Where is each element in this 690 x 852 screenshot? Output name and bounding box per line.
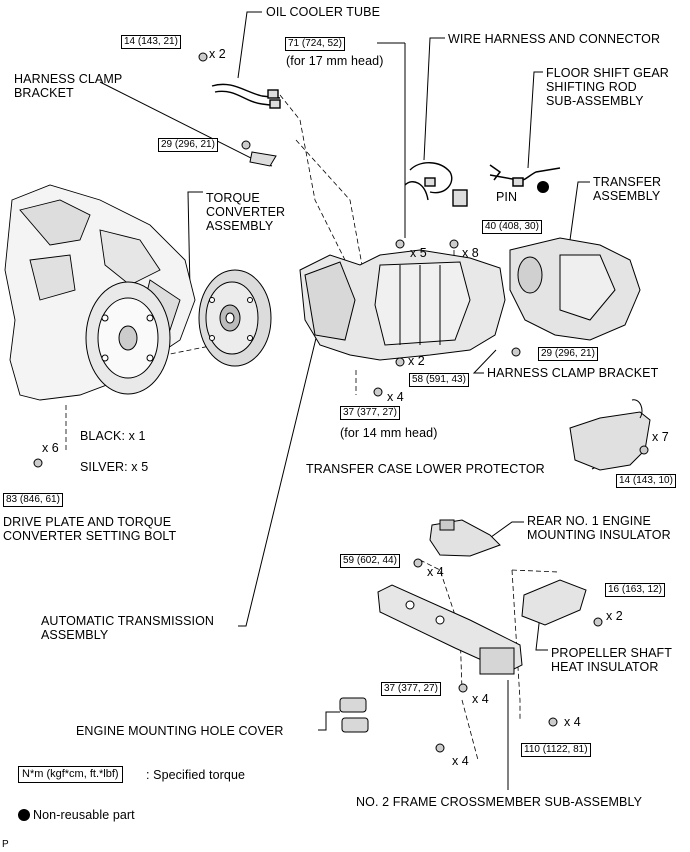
torque-box: 110 (1122, 81) [521,743,591,757]
label-pin: PIN [496,190,518,204]
label-wire-harness: WIRE HARNESS AND CONNECTOR [448,32,661,46]
torque-box: 14 (143, 21) [121,35,181,49]
label-transfer-assembly: TRANSFER ASSEMBLY [593,175,662,203]
torque-box: 29 (296, 21) [538,347,598,361]
label-propeller: PROPELLER SHAFT HEAT INSULATOR [551,646,672,674]
leader-oil-cooler [237,11,262,79]
non-reusable-marker [537,181,549,193]
torque-converter [198,269,272,367]
transfer-assembly [509,237,641,341]
rear-engine-mounting-insulator [429,519,501,557]
leader-transfer [569,181,590,241]
leader-wire-harness [423,37,445,161]
leader-floor-shift [527,71,543,169]
legend-unit-text: : Specified torque [146,768,246,782]
label-no2-frame: NO. 2 FRAME CROSSMEMBER SUB-ASSEMBLY [356,795,643,809]
quantity-label: x 4 [452,754,469,768]
label-engine-mounting-hole-cover: ENGINE MOUNTING HOLE COVER [76,724,284,738]
label-auto-trans: AUTOMATIC TRANSMISSION ASSEMBLY [41,614,215,642]
label-for-14mm: (for 14 mm head) [340,426,438,440]
legend-unit-box: N*m (kgf*cm, ft.*lbf) [18,766,123,783]
torque-box: 37 (377, 27) [340,406,400,420]
legend-dot-icon [18,809,30,821]
torque-box: 16 (163, 12) [605,583,665,597]
torque-box: 37 (377, 27) [381,682,441,696]
quantity-label: x 7 [652,430,669,444]
quantity-label: x 4 [472,692,489,706]
torque-box: 71 (724, 52) [285,37,345,51]
quantity-label: x 4 [387,390,404,404]
leader-auto-trans [238,329,319,627]
leader-torque-converter [187,191,203,291]
label-black: BLACK: x 1 [80,429,146,443]
corner-mark: P [2,839,9,850]
leader-harness-clamp-top [99,81,273,167]
label-torque-converter: TORQUE CONVERTER ASSEMBLY [206,191,286,233]
quantity-label: x 6 [42,441,59,455]
drive-plate [85,281,171,395]
label-oil-cooler-tube: OIL COOLER TUBE [266,5,381,19]
oil-cooler-tube [211,83,281,109]
label-harness-clamp-bracket: HARNESS CLAMP BRACKET [487,366,659,380]
quantity-label: x 2 [606,609,623,623]
floor-shift-rod [489,164,561,187]
label-for-17mm: (for 17 mm head) [286,54,384,68]
quantity-label: x 5 [410,246,427,260]
frame-crossmember [377,584,523,675]
engine-mounting-hole-covers [339,697,369,733]
transfer-case-lower-protector [569,399,651,471]
legend-non-reusable: Non-reusable part [33,808,135,822]
label-floor-shift: FLOOR SHIFT GEAR SHIFTING ROD SUB-ASSEMB… [546,66,669,108]
wire-harness [404,162,468,207]
bolts [33,52,649,753]
torque-box: 40 (408, 30) [482,220,542,234]
leader-propeller [535,614,548,651]
torque-box: 59 (602, 44) [340,554,400,568]
label-transfer-case-lower-protector: TRANSFER CASE LOWER PROTECTOR [306,462,545,476]
label-drive-plate: DRIVE PLATE AND TORQUE CONVERTER SETTING… [3,515,177,543]
quantity-label: x 4 [427,565,444,579]
quantity-label: x 2 [408,354,425,368]
leader-hole-cover [318,711,340,731]
transmission-body [299,249,506,361]
label-rear-no1: REAR NO. 1 ENGINE MOUNTING INSULATOR [527,514,671,542]
leader-harness-clamp [472,349,497,374]
quantity-label: x 8 [462,246,479,260]
label-silver: SILVER: x 5 [80,460,149,474]
label-harness-clamp-bracket-top: HARNESS CLAMP BRACKET [14,72,123,100]
torque-box: 83 (846, 61) [3,493,63,507]
propeller-shaft-heat-insulator [521,579,587,626]
quantity-label: x 2 [209,47,226,61]
quantity-label: x 4 [564,715,581,729]
torque-box: 29 (296, 21) [158,138,218,152]
torque-box: 14 (143, 10) [616,474,676,488]
torque-box: 58 (591, 43) [409,373,469,387]
harness-clamp-bracket-top [249,151,277,167]
